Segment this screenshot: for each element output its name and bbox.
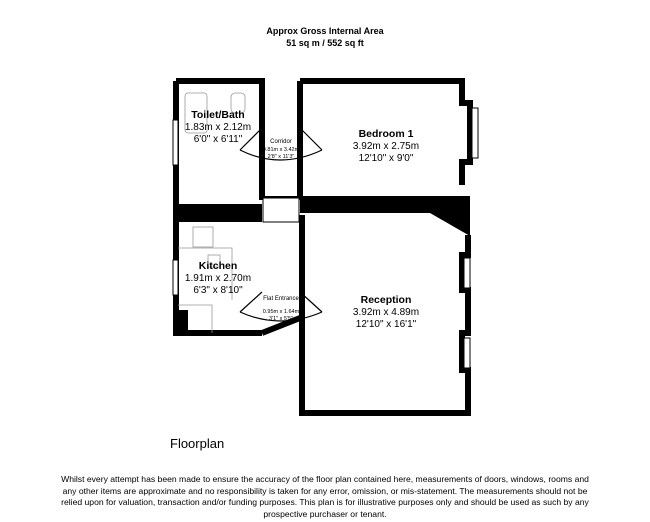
toilet: [230, 92, 246, 114]
room-metric: 1.91m x 2.70m: [185, 273, 251, 284]
room-imperial: 6'3" x 8'10": [193, 285, 243, 296]
room-metric: 3.92m x 2.75m: [353, 141, 419, 152]
room-name: Corridor: [270, 139, 292, 145]
wall-middle: [300, 196, 470, 236]
room-name: Bedroom 1: [359, 128, 414, 140]
room-imperial: 12'10" x 16'1": [356, 319, 417, 330]
window-reception-2: [463, 337, 471, 369]
room-name: Toilet/Bath: [191, 109, 244, 121]
area-value: 51 sq m / 552 sq ft: [286, 38, 364, 48]
room-name: Flat Entrance: [263, 296, 299, 302]
stairs: [262, 197, 300, 223]
room-imperial: 6'0" x 6'11": [194, 134, 243, 145]
wall-stub: [176, 310, 188, 334]
wall-bath-kitchen: [176, 204, 262, 222]
wall-corridor: [259, 81, 303, 200]
page-title: Floorplan: [170, 436, 225, 451]
kitchen-worktop: [178, 247, 233, 333]
hob: [192, 226, 214, 248]
wall-reception: [299, 215, 471, 416]
room-imperial: 12'10" x 9'0": [359, 153, 414, 164]
room-metric: 3.92m x 4.89m: [353, 307, 419, 318]
sink: [207, 254, 221, 268]
room-metric: 0.81m x 3.42m: [263, 147, 300, 153]
room-name: Kitchen: [199, 260, 238, 272]
room-metric: 0.95m x 1.64m: [263, 309, 300, 315]
window-bedroom: [471, 107, 479, 159]
disclaimer: Whilst every attempt has been made to en…: [61, 474, 589, 519]
room-name: Reception: [361, 294, 412, 306]
room-imperial: 3'1" x 5'5": [269, 316, 293, 322]
room-metric: 1.83m x 2.12m: [185, 122, 251, 133]
area-label: Approx Gross Internal Area: [266, 26, 384, 36]
bath-tub: [184, 92, 208, 134]
door-corridor: [239, 127, 323, 161]
wall-bedroom: [300, 78, 473, 185]
door-entrance: [239, 291, 323, 322]
room-imperial: 2'8" x 11'3": [268, 154, 295, 160]
window-kitchen: [172, 259, 179, 296]
window-reception-1: [463, 257, 471, 289]
window-bath: [172, 119, 179, 166]
